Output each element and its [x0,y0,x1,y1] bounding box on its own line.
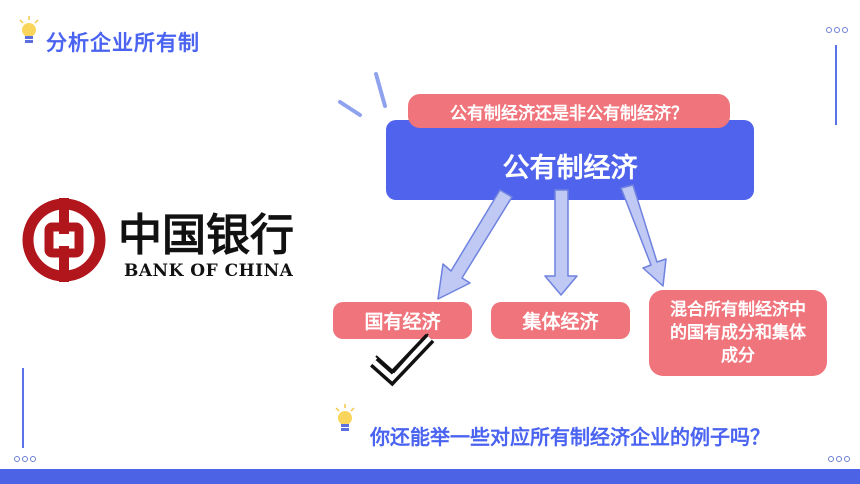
arrow-to-collective-economy [544,189,578,296]
question-pill: 公有制经济还是非公有制经济？ [408,94,730,128]
decor-dots-bottom-right [828,456,850,462]
bank-name-logo-text: 中国银行 BANK OF CHINA [118,210,294,281]
footer-question: 你还能举一些对应所有制经济企业的例子吗？ [370,425,770,449]
bottom-bar [0,469,860,484]
bank-of-china-logo-icon [22,198,106,282]
lightbulb-icon [19,16,39,43]
decor-dots-bottom-left [14,456,36,462]
public-economy-label: 公有制经济 [502,152,638,184]
decor-dots-top-right [826,27,848,33]
sparkle-lines-icon [338,72,387,117]
bank-chinese-name: 中国银行 [118,210,294,261]
arrow-to-mixed-economy [620,184,667,287]
arrow-to-state-economy [437,189,513,300]
checkmark-icon [370,333,435,387]
bank-english-name: BANK OF CHINA [124,261,294,281]
lightbulb-icon-2 [335,404,355,431]
state-economy-pill: 国有经济 [333,302,472,339]
public-economy-box: 公有制经济 [386,120,754,200]
mixed-economy-pill: 混合所有制经济中的国有成分和集体成分 [649,290,827,376]
decor-line-right [835,45,837,125]
mixed-economy-label: 混合所有制经济中的国有成分和集体成分 [670,299,806,366]
page-title: 分析企业所有制 [46,31,200,55]
collective-economy-pill: 集体经济 [491,302,630,339]
decor-line-left [22,368,24,448]
